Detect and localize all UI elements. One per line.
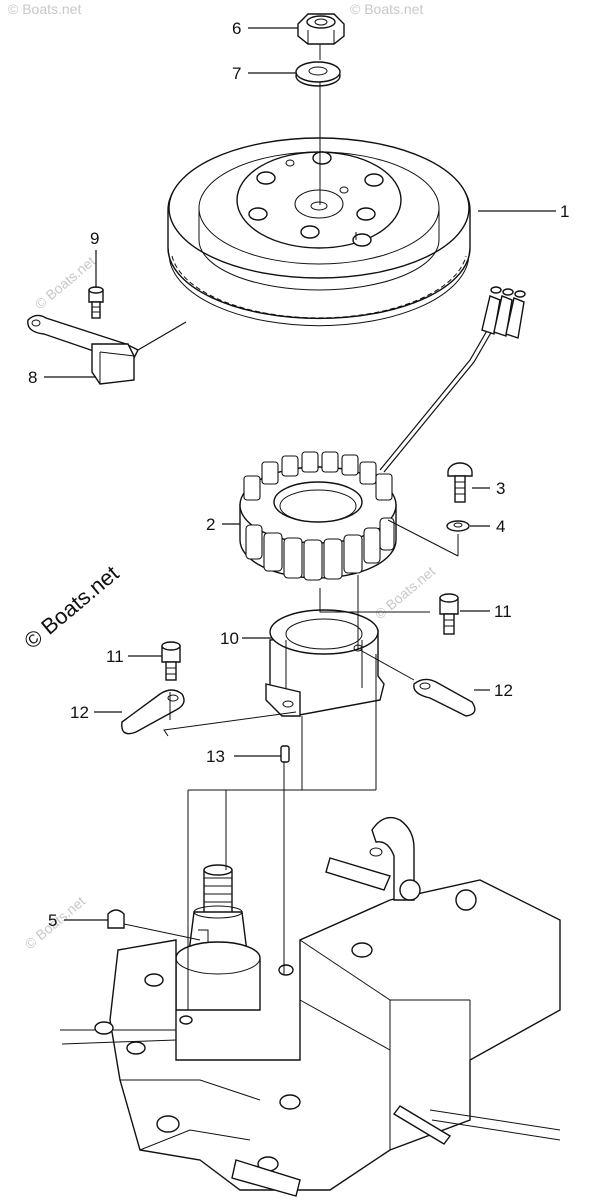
stator-screw-part [447,462,473,503]
washer-part [295,61,341,87]
lock-washer-part [446,520,470,532]
callout-1: 1 [560,202,569,221]
ground-bracket-right-part [413,678,476,717]
callout-11-left: 11 [106,647,124,666]
callout-10: 10 [220,629,239,648]
crankcase-assembly [60,816,561,1197]
bolt-right-part [439,593,459,635]
stator-base-part [265,609,385,717]
stator-part [239,451,397,581]
watermark-top-right: © Boats.net [350,1,423,17]
callout-12-left: 12 [70,703,89,722]
bolt-left-part [161,641,181,681]
pulser-coil-part [27,314,187,385]
watermark-left-mid: © Boats.net [32,253,99,312]
nut-part [297,13,345,45]
callout-7: 7 [232,64,241,83]
watermark-main: © Boats.net [19,561,123,654]
stator-wire-lead [379,286,526,473]
assembly-guide-lines [123,44,459,1010]
callout-leaders [44,27,556,921]
dowel-pin-part [280,745,290,763]
callout-8: 8 [28,368,37,387]
callout-2: 2 [206,515,215,534]
callout-6: 6 [232,19,241,38]
callout-12-right: 12 [494,681,513,700]
pulser-bolt-part [88,286,104,319]
ground-bracket-left-part [121,689,185,735]
woodruff-key-part [107,909,125,929]
watermark-top-left: © Boats.net [8,1,81,17]
callout-5: 5 [48,911,57,930]
callout-3: 3 [496,479,505,498]
callout-11-right: 11 [494,602,512,621]
callout-13: 13 [206,747,225,766]
flywheel-part [167,137,471,327]
callout-labels: 6 7 1 9 8 2 3 4 11 11 10 12 12 13 5 [28,19,569,930]
watermark-center: © Boats.net [372,563,439,622]
callout-4: 4 [496,517,505,536]
callout-9: 9 [90,229,99,248]
